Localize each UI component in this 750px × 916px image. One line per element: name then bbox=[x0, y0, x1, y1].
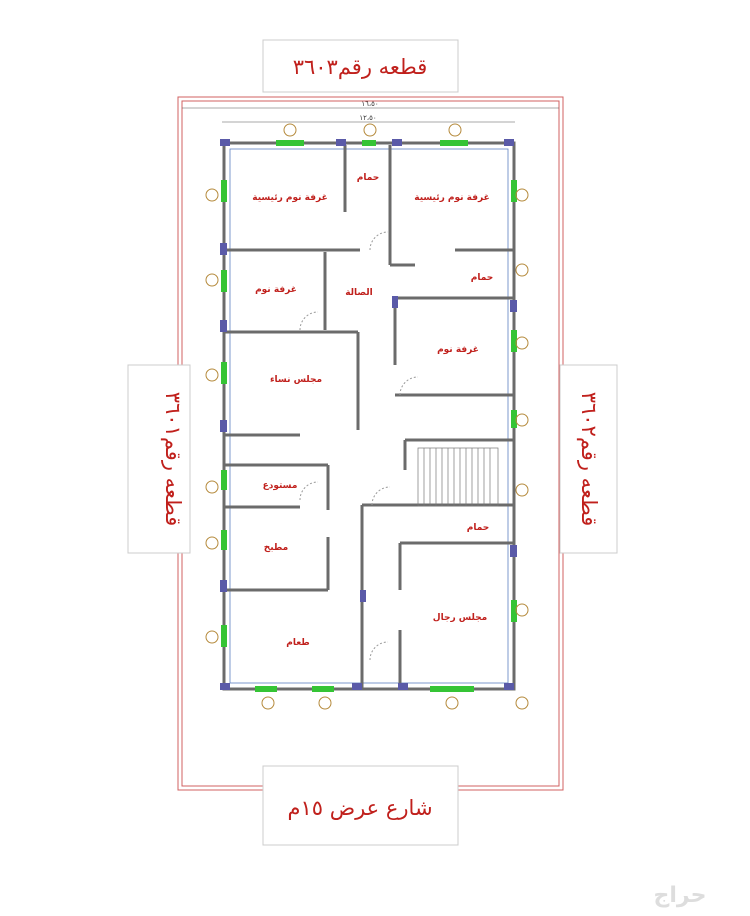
room-store: مستودع bbox=[263, 481, 298, 491]
room-hall: الصالة bbox=[345, 288, 373, 298]
interior-lines bbox=[229, 148, 509, 684]
room-master-bedroom-2: غرفة نوم رئيسية bbox=[414, 193, 490, 203]
room-bath-right: حمام bbox=[471, 273, 494, 283]
room-bath-lower: حمام bbox=[467, 523, 490, 533]
street-label-box bbox=[262, 765, 459, 846]
plot-width-dimension: ١٦،٥٠ bbox=[361, 100, 378, 108]
room-labels: غرفة نوم رئيسية غرفة نوم رئيسية حمام حما… bbox=[252, 173, 493, 648]
staircase bbox=[417, 447, 499, 507]
trees bbox=[205, 123, 529, 710]
plot-label-box-right bbox=[559, 364, 618, 554]
room-bath-top: حمام bbox=[357, 173, 380, 183]
building-width-dimension: ١٢،٥٠ bbox=[359, 114, 376, 122]
room-dining: طعام bbox=[286, 638, 310, 648]
room-bedroom-left: غرفة نوم bbox=[255, 285, 297, 295]
room-master-bedroom-1: غرفة نوم رئيسية bbox=[252, 193, 328, 203]
plot-label-box-left bbox=[127, 364, 191, 554]
plot-label-top: قطعه رقم٣٦٠٣ bbox=[293, 55, 428, 80]
room-bedroom-right: غرفة نوم bbox=[437, 345, 479, 355]
interior-walls bbox=[224, 145, 514, 689]
plot-label-left: قطعه رقم٣٦٠١ bbox=[160, 392, 185, 527]
windows bbox=[221, 140, 517, 692]
room-men-majlis: مجلس رجال bbox=[433, 613, 487, 623]
room-kitchen: مطبخ bbox=[264, 543, 289, 553]
plot-label-box-top bbox=[262, 39, 459, 93]
street-label: شارع عرض ١٥م bbox=[287, 796, 432, 820]
doors bbox=[299, 231, 419, 661]
plot-label-right: قطعه رقم٣٦٠٢ bbox=[576, 392, 601, 527]
room-women-majlis: مجلس نساء bbox=[270, 375, 322, 385]
watermark-logo: حراج bbox=[654, 883, 707, 908]
building-walls bbox=[222, 141, 516, 691]
columns bbox=[220, 139, 517, 690]
